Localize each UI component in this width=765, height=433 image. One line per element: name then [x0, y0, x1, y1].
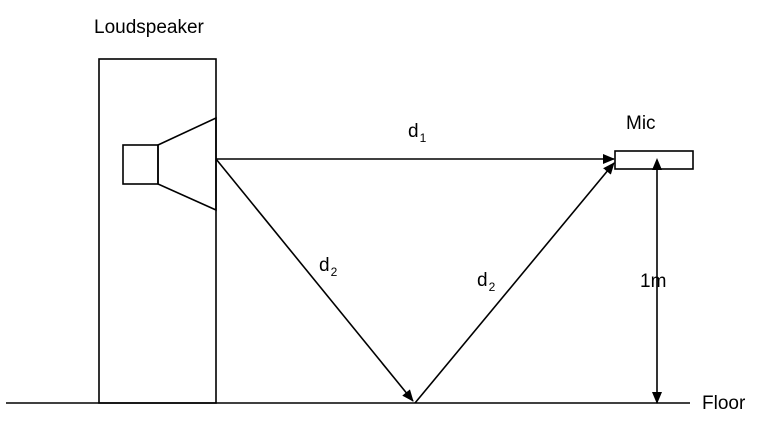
mic-body [614, 150, 694, 170]
loudspeaker-label: Loudspeaker [94, 17, 205, 38]
height-label: 1m [640, 271, 666, 292]
d1-label-base: d [408, 121, 419, 142]
d2-left-label-subscript: 2 [331, 265, 338, 279]
loudspeaker-cabinet [98, 58, 217, 404]
d2-left-label: d2 [319, 255, 338, 279]
d2-left-label-base: d [319, 255, 330, 276]
reflected-path-incident-arrow [215, 158, 414, 402]
d2-right-label: d2 [477, 270, 496, 294]
floor-label: Floor [702, 393, 746, 414]
reflected-path-reflected-arrow [414, 162, 615, 404]
d2-right-label-subscript: 2 [489, 280, 496, 294]
d2-right-label-base: d [477, 270, 488, 291]
d1-label: d1 [408, 121, 427, 145]
speaker-magnet [122, 144, 159, 185]
mic-label: Mic [626, 113, 656, 134]
speaker-cone [157, 116, 217, 212]
d1-label-subscript: 1 [420, 131, 427, 145]
